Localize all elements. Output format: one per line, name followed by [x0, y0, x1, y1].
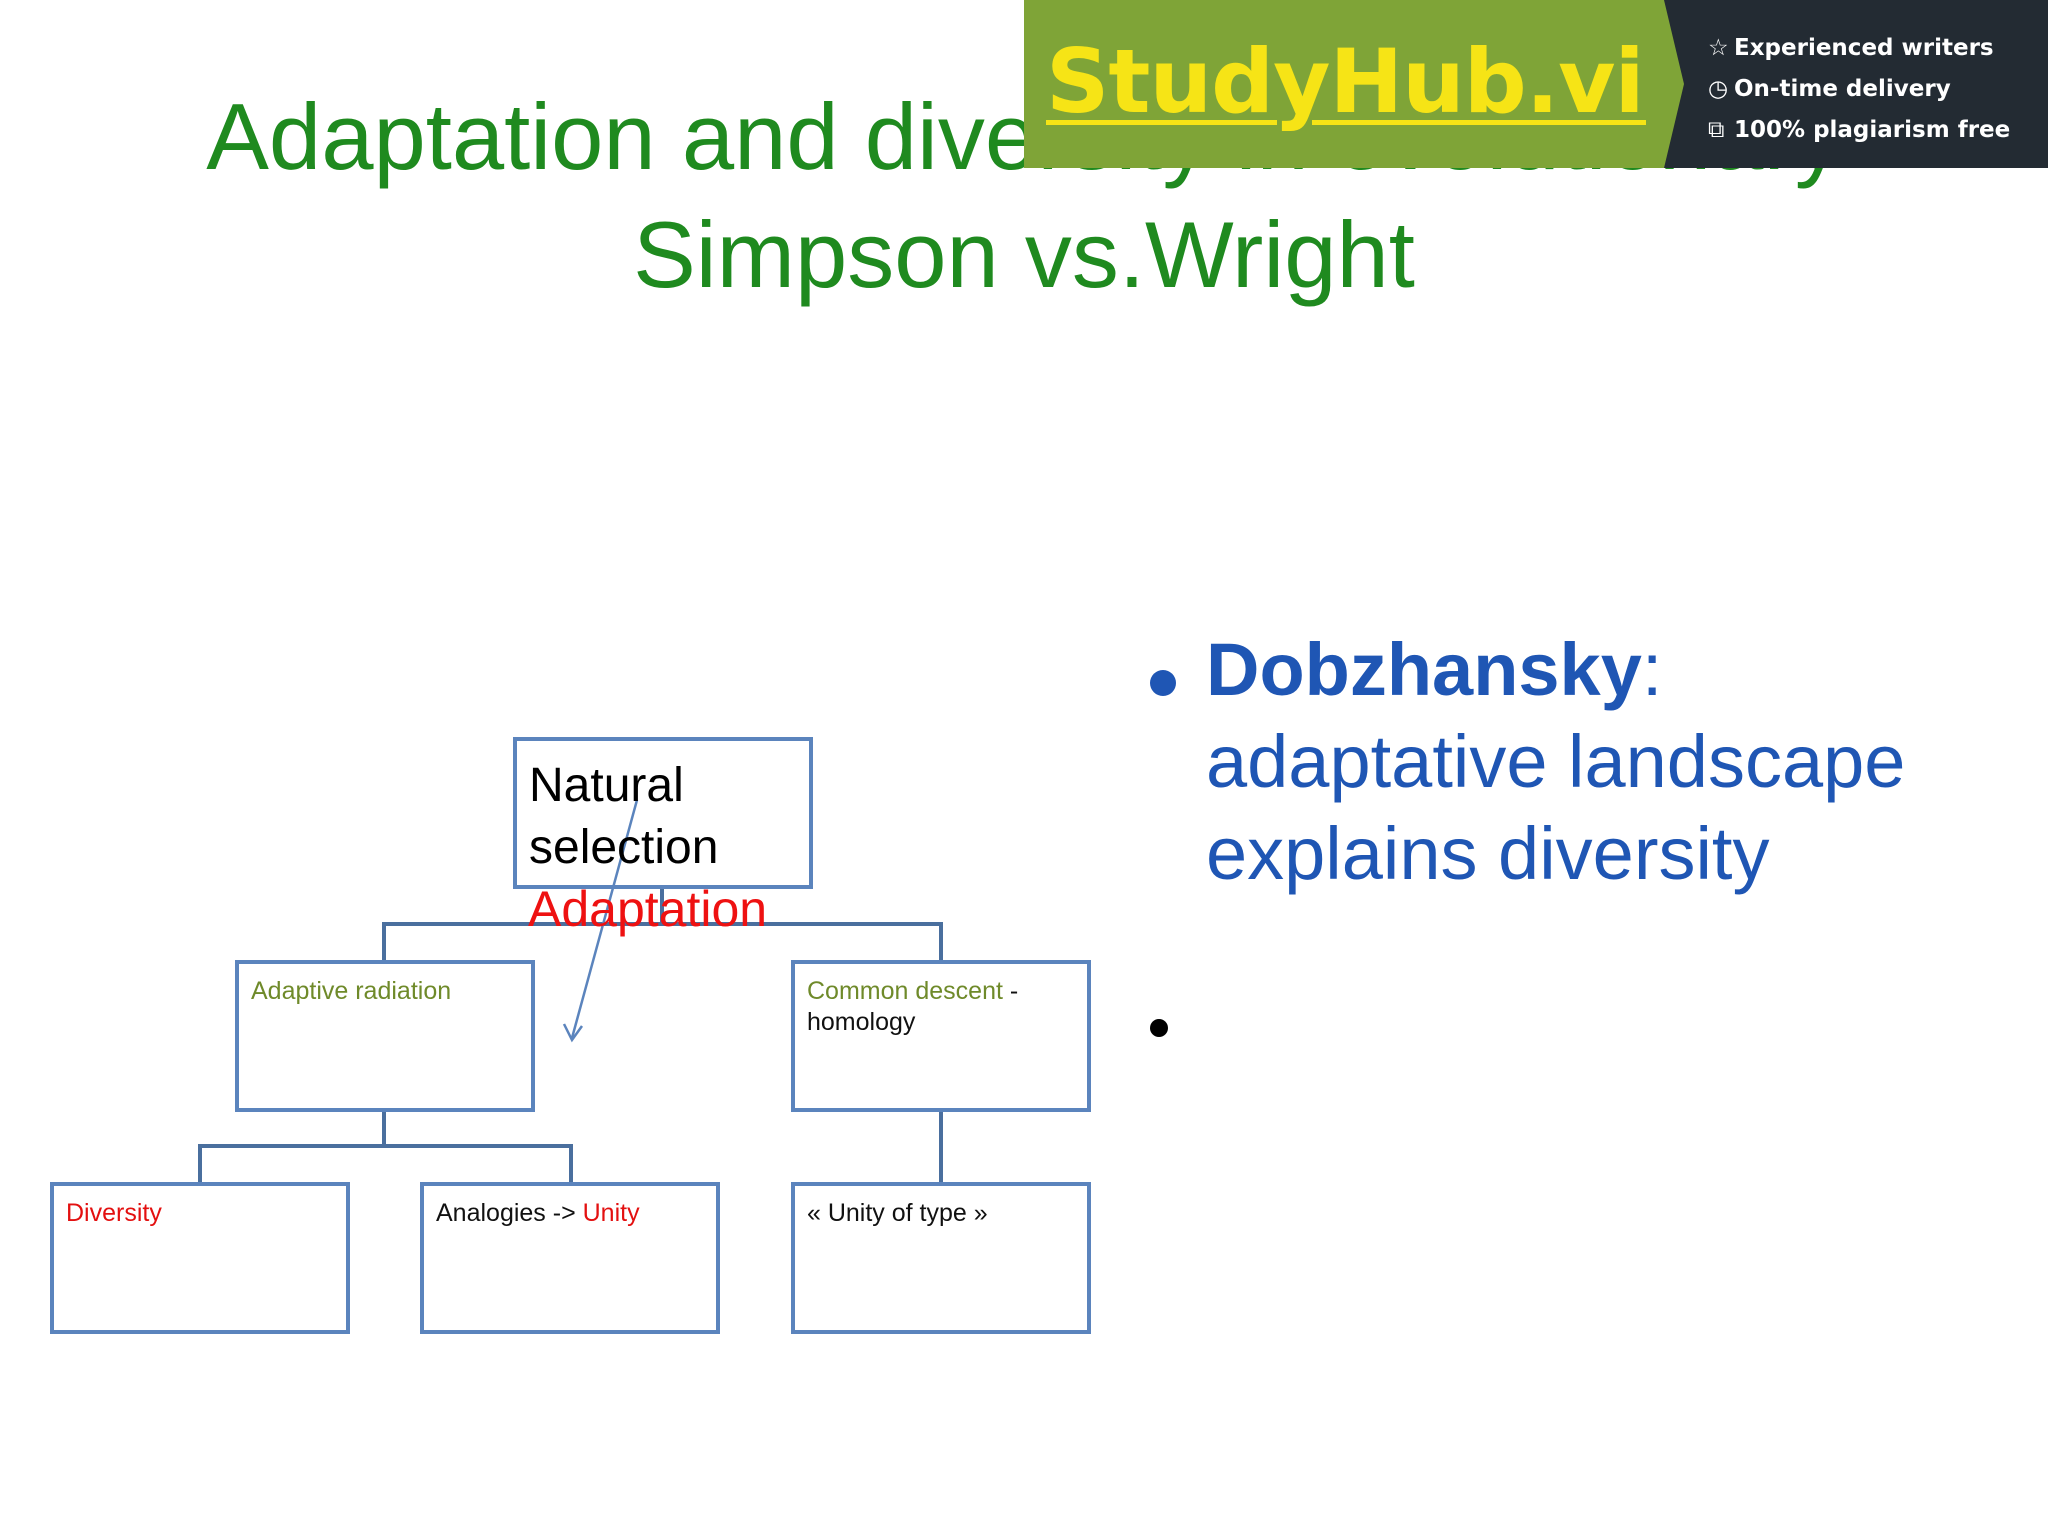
- node-analogies-prefix: Analogies ->: [436, 1199, 583, 1227]
- bullet-dobzhansky-name: Dobzhansky: [1206, 628, 1642, 711]
- bullet-list: Dobzhansky: adaptative landscape explain…: [1140, 624, 2048, 900]
- bullet-dot-empty: [1150, 1019, 1168, 1037]
- bullet-dobzhansky-rest: adaptative landscape explains diversity: [1206, 720, 1906, 895]
- brand-logo[interactable]: StudyHub.vip: [1046, 30, 1707, 133]
- feature-plagiarism-free: ⧉ 100% plagiarism free: [1708, 110, 2010, 151]
- node-diversity-label: Diversity: [66, 1199, 162, 1227]
- arrowhead-icon: [562, 1023, 584, 1043]
- copy-icon: ⧉: [1708, 117, 1725, 143]
- feature-experienced-writers: ☆Experienced writers: [1708, 28, 2010, 69]
- node-adaptive-radiation: Adaptive radiation: [235, 960, 535, 1112]
- bullet-dobzhansky: Dobzhansky: adaptative landscape explain…: [1140, 624, 2048, 900]
- node-natural-selection: Natural selection: [513, 737, 813, 889]
- node-common-descent-label2: homology: [807, 1008, 916, 1036]
- watermark-banner[interactable]: StudyHub.vip ☆Experienced writers ◷On-ti…: [1024, 0, 2048, 168]
- node-adaptation-label: Adaptation: [528, 881, 768, 937]
- bullet-dot: [1150, 670, 1176, 696]
- feature-label: 100% plagiarism free: [1734, 117, 2011, 143]
- node-natural-selection-line2: selection: [529, 821, 719, 874]
- node-common-descent-dash: -: [1002, 977, 1019, 1005]
- node-analogies-unity: Unity: [582, 1199, 640, 1227]
- node-natural-selection-line1: Natural: [529, 759, 684, 812]
- node-unity-of-type: « Unity of type »: [791, 1182, 1091, 1334]
- feature-on-time-delivery: ◷On-time delivery: [1708, 69, 2010, 110]
- node-unity-of-type-label: « Unity of type »: [807, 1199, 988, 1227]
- bullet-dobzhansky-text: Dobzhansky: adaptative landscape explain…: [1206, 624, 2048, 900]
- node-diversity: Diversity: [50, 1182, 350, 1334]
- bullet-dobzhansky-colon: :: [1641, 628, 1663, 711]
- clock-icon: ◷: [1708, 76, 1729, 102]
- banner-green-panel: StudyHub.vip: [1024, 0, 1707, 168]
- feature-list: ☆Experienced writers ◷On-time delivery ⧉…: [1708, 28, 2010, 151]
- node-common-descent-label: Common descent: [807, 977, 1003, 1005]
- slide-title-line2: Simpson vs.Wright: [633, 202, 1415, 307]
- banner-dark-panel: [1652, 0, 2048, 168]
- connector-left-children: [198, 1144, 573, 1182]
- feature-label: On-time delivery: [1734, 76, 1951, 102]
- feature-label: Experienced writers: [1734, 35, 1994, 61]
- star-outline-icon: ☆: [1708, 35, 1729, 61]
- node-adaptive-radiation-label: Adaptive radiation: [251, 977, 452, 1005]
- node-analogies-unity: Analogies -> Unity: [420, 1182, 720, 1334]
- node-common-descent: Common descent - homology: [791, 960, 1091, 1112]
- banner-chevron: [1648, 0, 1684, 168]
